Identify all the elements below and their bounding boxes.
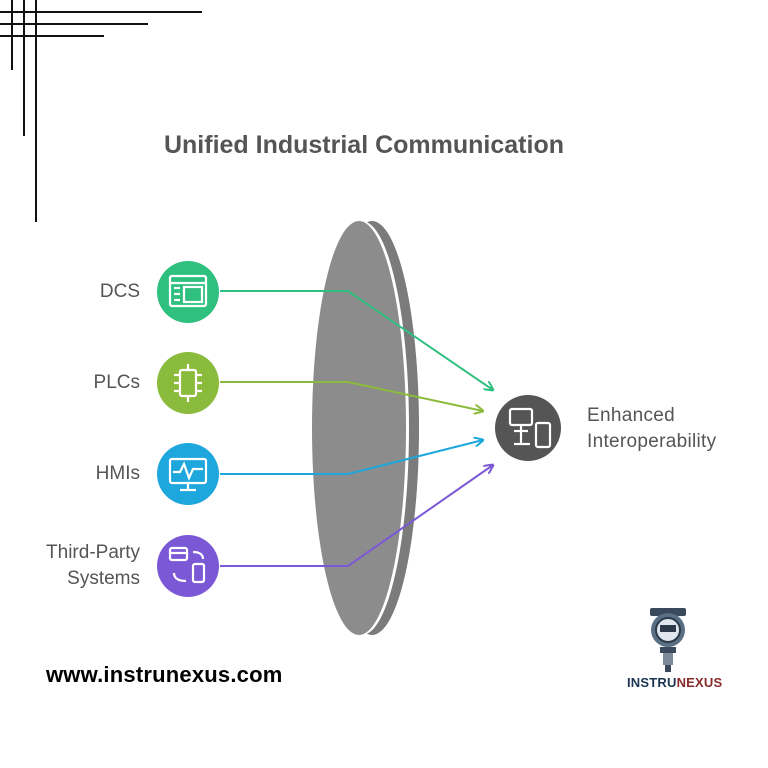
chip-icon <box>174 364 202 402</box>
diagram-title: Unified Industrial Communication <box>163 131 564 159</box>
connector-third-party <box>220 465 493 567</box>
label-output-line1: Enhanced <box>587 405 675 426</box>
brand-part2: NEXUS <box>676 675 723 690</box>
label-plcs: PLCs <box>93 372 140 393</box>
transmitter-logo-icon <box>650 608 686 672</box>
label-third-party-line2: Systems <box>67 568 140 589</box>
brand-name: INSTRUNEXUS <box>627 675 722 690</box>
connector-hmis <box>220 440 483 475</box>
connector-plcs <box>220 381 483 411</box>
connector-dcs <box>220 290 493 390</box>
source-node-third-party <box>157 535 219 597</box>
label-dcs: DCS <box>99 281 140 302</box>
label-third-party: Third-Party Systems <box>46 540 140 592</box>
corner-decoration <box>0 0 202 222</box>
devices-icon <box>508 407 552 449</box>
monitor-icon <box>168 457 208 492</box>
lens-disc <box>312 221 419 635</box>
source-node-dcs <box>157 261 219 323</box>
source-node-hmis <box>157 443 219 505</box>
label-output-line2: Interoperability <box>587 431 717 452</box>
label-hmis: HMIs <box>95 463 140 484</box>
exchange-icon <box>168 546 206 584</box>
brand-part1: INSTRU <box>627 675 677 690</box>
output-node <box>495 395 561 461</box>
label-third-party-line1: Third-Party <box>46 542 140 563</box>
label-output: Enhanced Interoperability <box>587 403 716 455</box>
source-node-plcs <box>157 352 219 414</box>
dashboard-icon <box>168 274 208 308</box>
website-url: www.instrunexus.com <box>46 662 283 687</box>
